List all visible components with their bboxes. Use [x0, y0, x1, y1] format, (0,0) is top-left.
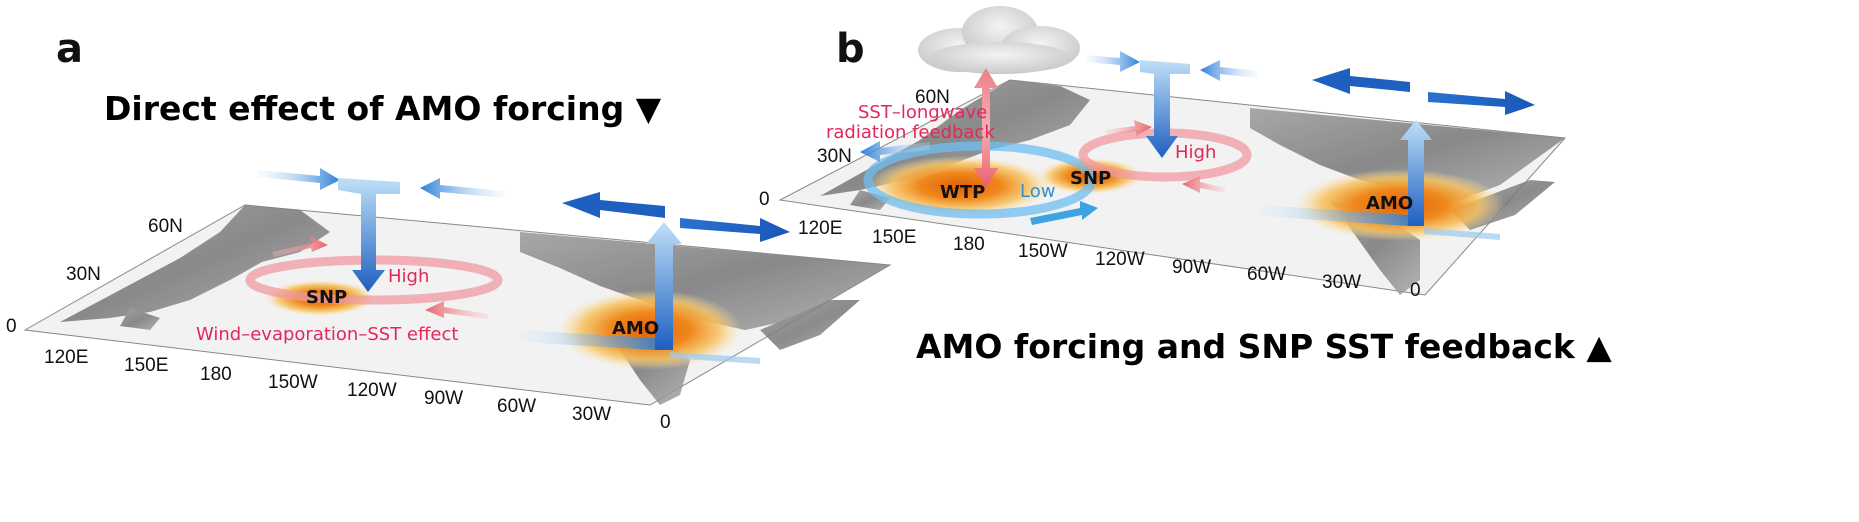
panel-a-amo-label: AMO — [612, 318, 659, 339]
lat-tick: 60N — [148, 216, 183, 237]
panel-b-low-arrow-left — [860, 141, 930, 162]
lon-tick: 90W — [424, 388, 463, 409]
lon-tick: 120W — [1095, 249, 1145, 270]
panel-b-feedback-line1: SST–longwave — [858, 102, 987, 123]
lon-tick: 120E — [44, 347, 88, 368]
panel-b-letter: b — [836, 26, 865, 72]
lon-tick: 150E — [124, 355, 168, 376]
panel-a-high-label: High — [388, 266, 429, 287]
panel-b-amo-patch — [1295, 169, 1505, 241]
panel-b-pink-arrow-left — [1182, 176, 1225, 193]
lon-tick: 0 — [1410, 280, 1421, 301]
lon-tick: 180 — [200, 364, 232, 385]
lon-tick: 90W — [1172, 257, 1211, 278]
panel-a-amo-patch — [558, 290, 742, 370]
panel-a-ascending-arrow — [520, 192, 790, 364]
panel-b-wtp-patch — [868, 156, 1052, 216]
panel-a-lon-ticks: 120E 150E 180 150W 120W 90W 60W 30W 0 — [44, 347, 671, 433]
panel-a-descending-arrow — [258, 168, 505, 292]
lon-tick: 180 — [953, 234, 985, 255]
lat-tick: 0 — [759, 189, 770, 210]
lon-tick: 30W — [572, 404, 611, 425]
panel-b-low-label: Low — [1020, 181, 1055, 202]
panel-a-lat-ticks: 60N 30N 0 — [6, 216, 183, 337]
panel-a-heading: Direct effect of AMO forcing ▼ — [104, 89, 662, 128]
lon-tick: 60W — [1247, 264, 1286, 285]
panel-b-pink-arrow-right — [1105, 120, 1152, 136]
lon-tick: 120E — [798, 218, 842, 239]
panel-a-letter: a — [56, 26, 83, 72]
panel-b-high-label: High — [1175, 142, 1216, 163]
panel-b-heading: AMO forcing and SNP SST feedback ▲ — [916, 327, 1612, 366]
lon-tick: 150W — [268, 372, 318, 393]
panel-b-ascending-arrow — [1260, 68, 1535, 240]
panel-b-feedback-line2: radiation feedback — [826, 122, 995, 143]
panel-b-lat-ticks: 60N 30N 0 — [759, 87, 950, 210]
panel-b-longwave-arrow — [974, 68, 998, 188]
lon-tick: 150W — [1018, 241, 1068, 262]
panel-b-low-arrow-right — [1030, 201, 1098, 225]
lon-tick: 60W — [497, 396, 536, 417]
panel-b-wtp-label: WTP — [940, 182, 985, 203]
panel-b-cloud — [918, 6, 1080, 74]
lon-tick: 120W — [347, 380, 397, 401]
lon-tick: 150E — [872, 227, 916, 248]
panel-a-pink-arrow-right — [272, 236, 328, 257]
panel-b-amo-label: AMO — [1366, 193, 1413, 214]
panel-b-low-ring — [863, 141, 1097, 219]
panel-a-wes-label: Wind–evaporation–SST effect — [196, 324, 458, 345]
panel-a: a Direct effect of AMO forcing ▼ 60N 30N… — [6, 26, 892, 433]
panel-a-pink-arrow-left — [425, 301, 488, 319]
panel-b-snp-label: SNP — [1070, 168, 1111, 189]
panel-b-descending-arrow — [1085, 51, 1258, 158]
lat-tick: 30N — [817, 146, 852, 167]
panel-b: b AMO forcing and SNP SST feedback ▲ 60N… — [759, 6, 1612, 366]
lat-tick: 0 — [6, 316, 17, 337]
lat-tick: 60N — [915, 87, 950, 108]
lat-tick: 30N — [66, 264, 101, 285]
panel-a-snp-label: SNP — [306, 287, 347, 308]
panel-b-lon-ticks: 120E 150E 180 150W 120W 90W 60W 30W 0 — [798, 218, 1421, 301]
lon-tick: 30W — [1322, 272, 1361, 293]
lon-tick: 0 — [660, 412, 671, 433]
